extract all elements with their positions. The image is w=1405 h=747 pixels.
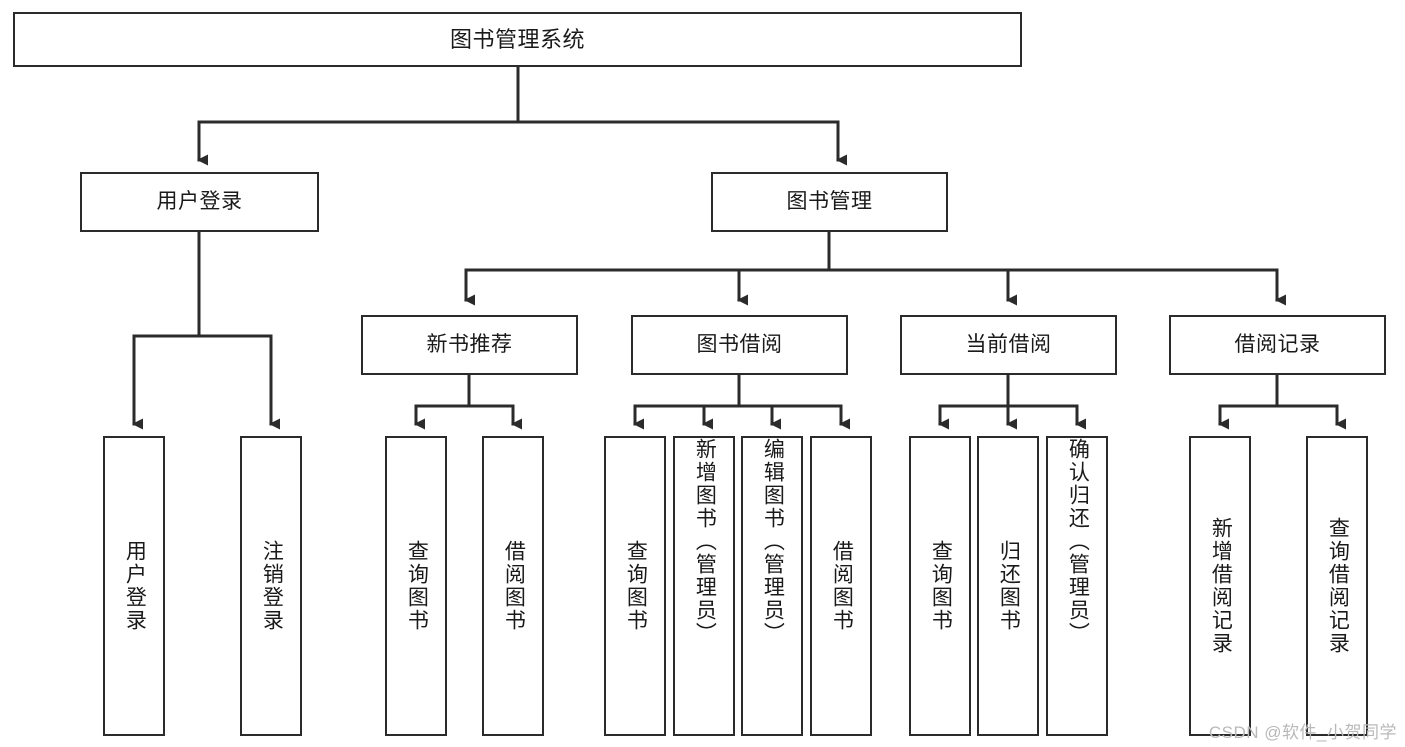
node-label: 查询图书	[929, 540, 953, 632]
node-label: 用户登录	[156, 189, 243, 213]
leaf-recommend-query-book[interactable]: 查询图书	[385, 436, 447, 736]
node-root-library-system[interactable]: 图书管理系统	[13, 12, 1022, 67]
node-borrow-record[interactable]: 借阅记录	[1169, 315, 1386, 375]
node-label: 新增借阅记录	[1209, 517, 1233, 655]
node-label: 编辑图书（管理员）	[761, 438, 785, 645]
leaf-user-login-logout[interactable]: 注销登录	[240, 436, 302, 736]
node-book-borrow[interactable]: 图书借阅	[631, 315, 848, 375]
leaf-current-confirm-return-admin[interactable]: 确认归还（管理员）	[1046, 436, 1108, 736]
leaf-record-query-record[interactable]: 查询借阅记录	[1306, 436, 1368, 736]
leaf-borrow-query-book[interactable]: 查询图书	[604, 436, 666, 736]
watermark: CSDN @软件_小贺同学	[1208, 723, 1397, 742]
node-label: 当前借阅	[965, 332, 1052, 356]
leaf-borrow-borrow-book[interactable]: 借阅图书	[810, 436, 872, 736]
node-label: 查询图书	[624, 540, 648, 632]
node-label: 图书管理	[786, 189, 873, 213]
leaf-record-add-record[interactable]: 新增借阅记录	[1189, 436, 1251, 736]
node-user-login[interactable]: 用户登录	[80, 172, 319, 232]
node-label: 图书管理系统	[449, 26, 585, 52]
node-label: 图书借阅	[696, 332, 783, 356]
node-label: 确认归还（管理员）	[1066, 438, 1090, 645]
node-label: 新书推荐	[426, 332, 513, 356]
node-book-management[interactable]: 图书管理	[711, 172, 948, 232]
node-label: 借阅图书	[502, 540, 526, 632]
leaf-recommend-borrow-book[interactable]: 借阅图书	[482, 436, 544, 736]
leaf-user-login-do-login[interactable]: 用户登录	[103, 436, 165, 736]
node-label: 用户登录	[123, 540, 147, 632]
leaf-borrow-add-book-admin[interactable]: 新增图书（管理员）	[673, 436, 735, 736]
node-label: 查询图书	[405, 540, 429, 632]
leaf-current-return-book[interactable]: 归还图书	[977, 436, 1039, 736]
node-label: 注销登录	[260, 540, 284, 632]
node-label: 新增图书（管理员）	[693, 438, 717, 645]
node-current-borrow[interactable]: 当前借阅	[900, 315, 1117, 375]
leaf-current-query-book[interactable]: 查询图书	[909, 436, 971, 736]
node-label: 借阅图书	[830, 540, 854, 632]
leaf-borrow-edit-book-admin[interactable]: 编辑图书（管理员）	[741, 436, 803, 736]
node-label: 归还图书	[997, 540, 1021, 632]
node-label: 借阅记录	[1234, 332, 1321, 356]
node-label: 查询借阅记录	[1326, 517, 1350, 655]
node-new-book-recommend[interactable]: 新书推荐	[361, 315, 578, 375]
